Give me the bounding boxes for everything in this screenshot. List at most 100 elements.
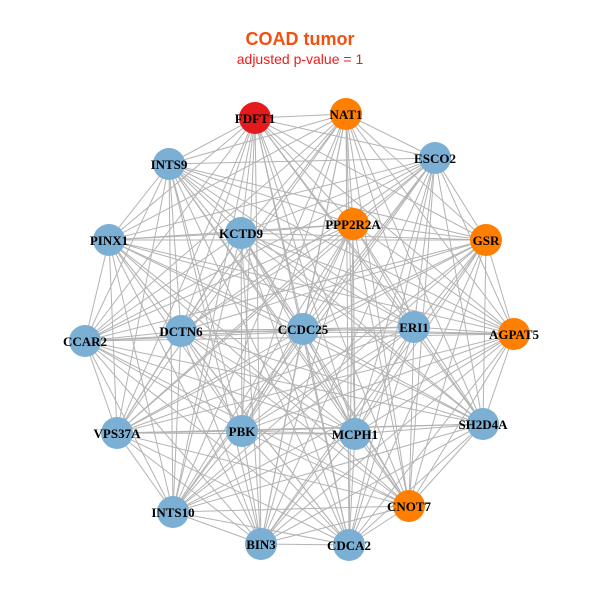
node-mcph1[interactable]: MCPH1 (332, 418, 378, 450)
edge-NAT1-INTS9 (168, 113, 347, 165)
edge-ESCO2-ERI1 (413, 157, 436, 328)
edge-PPP2R2A-DCTN6 (180, 223, 354, 332)
edge-FDFT1-ESCO2 (254, 117, 436, 159)
node-circle[interactable] (165, 315, 197, 347)
node-ppp2r2a[interactable]: PPP2R2A (325, 208, 381, 240)
edge-CCDC25-ERI1 (302, 326, 415, 330)
node-ints9[interactable]: INTS9 (151, 148, 188, 180)
node-dctn6[interactable]: DCTN6 (159, 315, 203, 347)
edge-SH2D4A-INTS10 (172, 423, 484, 513)
edge-KCTD9-CCAR2 (84, 232, 242, 342)
edge-AGPAT5-VPS37A (116, 333, 515, 434)
node-label: ESCO2 (414, 151, 456, 166)
edge-DCTN6-VPS37A (116, 330, 182, 434)
edge-PPP2R2A-GSR (352, 223, 487, 241)
edge-INTS9-GSR (168, 163, 487, 241)
node-circle[interactable] (467, 408, 499, 440)
edge-ESCO2-CCAR2 (84, 157, 436, 342)
edge-PINX1-CCDC25 (108, 239, 304, 330)
edge-DCTN6-INTS10 (172, 330, 182, 513)
edge-PINX1-MCPH1 (108, 239, 356, 435)
node-circle[interactable] (226, 415, 258, 447)
node-gsr[interactable]: GSR (470, 224, 502, 256)
node-circle[interactable] (69, 325, 101, 357)
edge-KCTD9-BIN3 (240, 232, 262, 545)
node-ccdc25[interactable]: CCDC25 (278, 313, 329, 345)
node-circle[interactable] (330, 98, 362, 130)
node-circle[interactable] (337, 208, 369, 240)
node-circle[interactable] (339, 418, 371, 450)
node-circle[interactable] (419, 142, 451, 174)
edge-CCDC25-SH2D4A (302, 328, 484, 425)
node-agpat5[interactable]: AGPAT5 (489, 318, 540, 350)
node-circle[interactable] (245, 528, 277, 560)
node-sh2d4a[interactable]: SH2D4A (458, 408, 508, 440)
node-circle[interactable] (225, 217, 257, 249)
node-circle[interactable] (398, 311, 430, 343)
edge-PINX1-ERI1 (108, 239, 415, 328)
edge-DCTN6-BIN3 (180, 330, 262, 545)
node-label: SH2D4A (458, 417, 508, 432)
node-esco2[interactable]: ESCO2 (414, 142, 456, 174)
edge-NAT1-ERI1 (345, 113, 415, 328)
node-circle[interactable] (157, 496, 189, 528)
node-pinx1[interactable]: PINX1 (90, 224, 128, 256)
node-circle[interactable] (470, 224, 502, 256)
edge-NAT1-PBK (241, 113, 347, 432)
node-ints10[interactable]: INTS10 (151, 496, 195, 528)
node-ccar2[interactable]: CCAR2 (63, 325, 107, 357)
edge-FDFT1-PBK (241, 117, 256, 432)
node-circle[interactable] (101, 417, 133, 449)
node-circle[interactable] (93, 224, 125, 256)
node-label: CDCA2 (327, 538, 371, 553)
edge-CCDC25-VPS37A (116, 328, 304, 434)
node-cnot7[interactable]: CNOT7 (387, 490, 432, 522)
node-label: PBK (229, 424, 257, 439)
node-circle[interactable] (333, 529, 365, 561)
node-pbk[interactable]: PBK (226, 415, 258, 447)
edge-MCPH1-INTS10 (172, 433, 356, 513)
node-label: CCAR2 (63, 334, 107, 349)
edge-ESCO2-KCTD9 (240, 157, 436, 234)
edge-ESCO2-SH2D4A (434, 157, 484, 425)
node-label: CCDC25 (278, 322, 329, 337)
edge-PPP2R2A-MCPH1 (352, 223, 356, 435)
node-circle[interactable] (153, 148, 185, 180)
edge-CCAR2-MCPH1 (84, 340, 356, 435)
node-nat1[interactable]: NAT1 (330, 98, 363, 130)
node-eri1[interactable]: ERI1 (398, 311, 430, 343)
node-bin3[interactable]: BIN3 (245, 528, 277, 560)
edge-ESCO2-PINX1 (108, 157, 436, 241)
edge-PPP2R2A-ERI1 (352, 223, 415, 328)
node-fdft1[interactable]: FDFT1 (235, 102, 275, 134)
edge-NAT1-PPP2R2A (345, 113, 354, 225)
chart-title: COAD tumor (245, 29, 355, 49)
edge-CCDC25-BIN3 (260, 328, 304, 545)
edge-INTS9-VPS37A (116, 163, 170, 434)
edge-CCAR2-SH2D4A (84, 340, 484, 425)
edge-ERI1-CNOT7 (408, 326, 415, 507)
node-circle[interactable] (239, 102, 271, 134)
edge-CCAR2-VPS37A (84, 340, 118, 434)
edge-INTS10-CNOT7 (172, 505, 410, 513)
node-circle[interactable] (498, 318, 530, 350)
node-label: CNOT7 (387, 499, 432, 514)
node-kctd9[interactable]: KCTD9 (219, 217, 264, 249)
node-label: GSR (473, 233, 500, 248)
node-vps37a[interactable]: VPS37A (94, 417, 142, 449)
node-circle[interactable] (287, 313, 319, 345)
edge-ESCO2-MCPH1 (354, 157, 436, 435)
node-label: NAT1 (330, 107, 363, 122)
node-circle[interactable] (393, 490, 425, 522)
edge-PBK-BIN3 (241, 430, 262, 545)
edge-ERI1-VPS37A (116, 326, 415, 434)
edge-FDFT1-SH2D4A (254, 117, 484, 425)
edge-DCTN6-CDCA2 (180, 330, 350, 546)
edge-FDFT1-INTS10 (172, 117, 256, 513)
node-cdca2[interactable]: CDCA2 (327, 529, 371, 561)
edge-GSR-PBK (241, 239, 487, 432)
edge-VPS37A-BIN3 (116, 432, 262, 545)
edge-NAT1-DCTN6 (180, 113, 347, 332)
